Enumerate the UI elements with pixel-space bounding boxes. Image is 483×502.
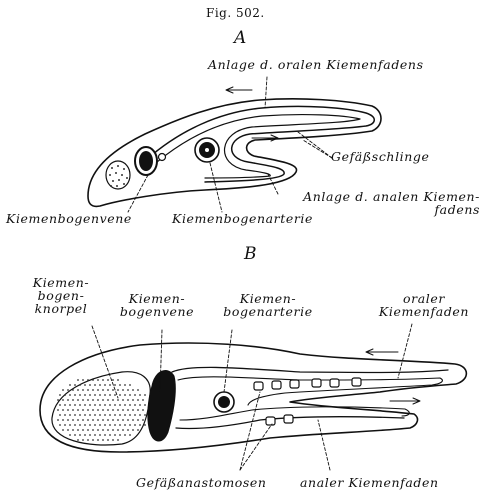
label-oral-filament: oraler Kiemenfaden <box>368 292 480 318</box>
label-oral-filament-line2: Kiemenfaden <box>368 305 480 318</box>
label-anastomoses: Gefäßanastomosen <box>136 476 267 489</box>
panel-a-vessel-loop-inner <box>150 115 360 178</box>
label-branchial-vein-b: Kiemen- bogenvene <box>108 292 206 318</box>
panel-b-drawing <box>40 324 466 470</box>
panel-b-flow-arrow-upper <box>366 349 398 355</box>
panel-b-flow-arrow-lower <box>390 398 420 404</box>
panel-b-branchial-artery-lumen <box>218 396 230 408</box>
panel-b-vessel-loop-upper <box>172 367 448 372</box>
panel-b-letter: B <box>244 244 257 264</box>
panel-a-flow-arrow-upper <box>226 87 252 93</box>
label-branchial-artery-a: Kiemenbogenarterie <box>172 212 313 225</box>
panel-b-cartilage-stipple <box>57 379 146 441</box>
label-branchial-vein-b-line2: bogenvene <box>108 305 206 318</box>
panel-a-branchial-vein-lumen <box>139 151 153 171</box>
panel-a-letter: A <box>234 28 246 48</box>
panel-a-vessel-loop-outer <box>146 106 374 182</box>
panel-b-cartilage <box>52 372 150 445</box>
label-branchial-artery-b-line2: bogenarterie <box>208 305 328 318</box>
panel-b-anastomoses <box>254 378 361 425</box>
label-cartilage-line3: knorpel <box>28 302 94 315</box>
panel-a-small-vessel <box>159 154 166 161</box>
label-cartilage: Kiemen- bogen- knorpel <box>28 276 94 315</box>
label-vessel-loop: Gefäßschlinge <box>331 150 430 163</box>
label-branchial-artery-b: Kiemen- bogenarterie <box>208 292 328 318</box>
figure-title: Fig. 502. <box>206 6 265 20</box>
panel-b-branchial-vein <box>148 371 175 441</box>
label-oral-anlage: Anlage d. oralen Kiemenfadens <box>208 58 424 71</box>
label-branchial-vein-a: Kiemenbogenvene <box>6 212 132 225</box>
label-anal-filament: analer Kiemenfaden <box>300 476 439 489</box>
